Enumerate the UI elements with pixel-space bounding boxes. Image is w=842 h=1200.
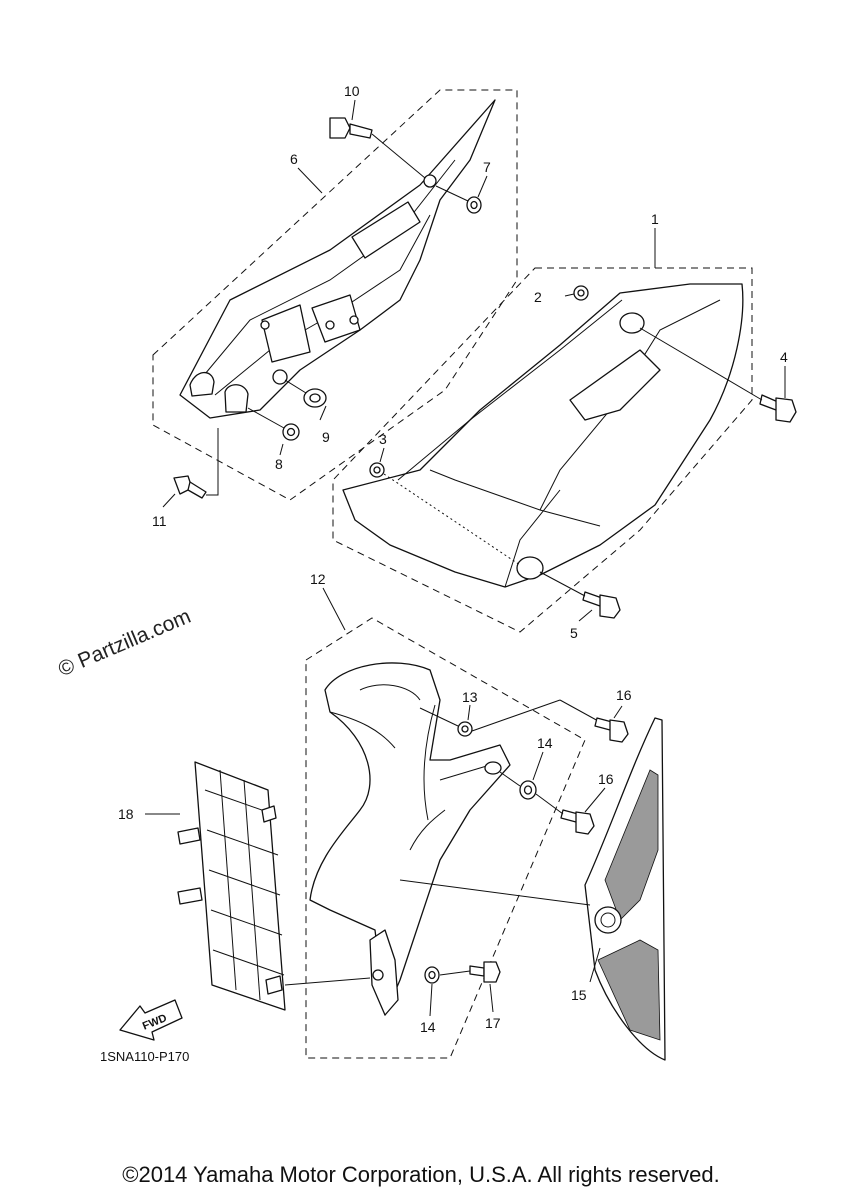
callout-9[interactable]: 9: [322, 429, 330, 445]
diagram-code: 1SNA110-P170: [100, 1049, 190, 1064]
callout-17[interactable]: 17: [485, 1015, 501, 1031]
copyright-notice: ©2014 Yamaha Motor Corporation, U.S.A. A…: [122, 1162, 720, 1187]
part-3-grommet[interactable]: [369, 462, 385, 478]
group-6-outline: [152, 89, 518, 501]
callout-15[interactable]: 15: [571, 987, 587, 1003]
callout-8[interactable]: 8: [275, 456, 283, 472]
callout-1[interactable]: 1: [651, 211, 659, 227]
part-4-bolt[interactable]: [759, 394, 797, 423]
part-6-side-frame[interactable]: [179, 99, 496, 419]
callout-14-upper[interactable]: 14: [537, 735, 553, 751]
part-16-bolt-upper[interactable]: [594, 717, 629, 743]
group-1-outline: [332, 267, 753, 633]
part-12-radiator-cover[interactable]: [309, 662, 511, 1016]
fwd-arrow-icon: FWD: [119, 999, 183, 1041]
part-14-collar-lower[interactable]: [424, 966, 440, 984]
part-10-bolt[interactable]: [329, 117, 373, 139]
part-18-radiator-louver[interactable]: [177, 761, 286, 1011]
callout-5[interactable]: 5: [570, 625, 578, 641]
part-8-grommet[interactable]: [282, 423, 300, 441]
callout-11[interactable]: 11: [152, 513, 167, 529]
part-1-side-cover[interactable]: [342, 283, 744, 588]
callout-16-upper[interactable]: 16: [616, 687, 632, 703]
part-16-bolt-lower[interactable]: [560, 809, 595, 835]
callout-4[interactable]: 4: [780, 349, 788, 365]
yamaha-logo-icon: [594, 906, 622, 934]
callout-numbers: 10 6 7 1 2 4 9 3 8 11 12 5 13 16 14 16 1…: [118, 83, 788, 1035]
part-14-collar-upper[interactable]: [519, 780, 537, 800]
part-5-bolt[interactable]: [582, 591, 621, 619]
part-7-grommet[interactable]: [466, 196, 482, 214]
callout-18[interactable]: 18: [118, 806, 134, 822]
callout-7[interactable]: 7: [483, 159, 491, 175]
part-11-bolt[interactable]: [173, 475, 207, 499]
part-15-graphic-decal[interactable]: [584, 717, 666, 1061]
callout-13[interactable]: 13: [462, 689, 478, 705]
part-9-collar[interactable]: [303, 388, 327, 408]
callout-12[interactable]: 12: [310, 571, 326, 587]
callout-2[interactable]: 2: [534, 289, 542, 305]
leader-lines: [145, 99, 786, 1017]
part-2-grommet[interactable]: [573, 285, 589, 301]
callout-6[interactable]: 6: [290, 151, 298, 167]
callout-10[interactable]: 10: [344, 83, 360, 99]
group-12-outline: [305, 617, 586, 1059]
callout-16-lower[interactable]: 16: [598, 771, 614, 787]
callout-3[interactable]: 3: [379, 431, 387, 447]
part-17-bolt[interactable]: [469, 961, 501, 983]
callout-14-lower[interactable]: 14: [420, 1019, 436, 1035]
part-13-grommet[interactable]: [457, 721, 473, 737]
